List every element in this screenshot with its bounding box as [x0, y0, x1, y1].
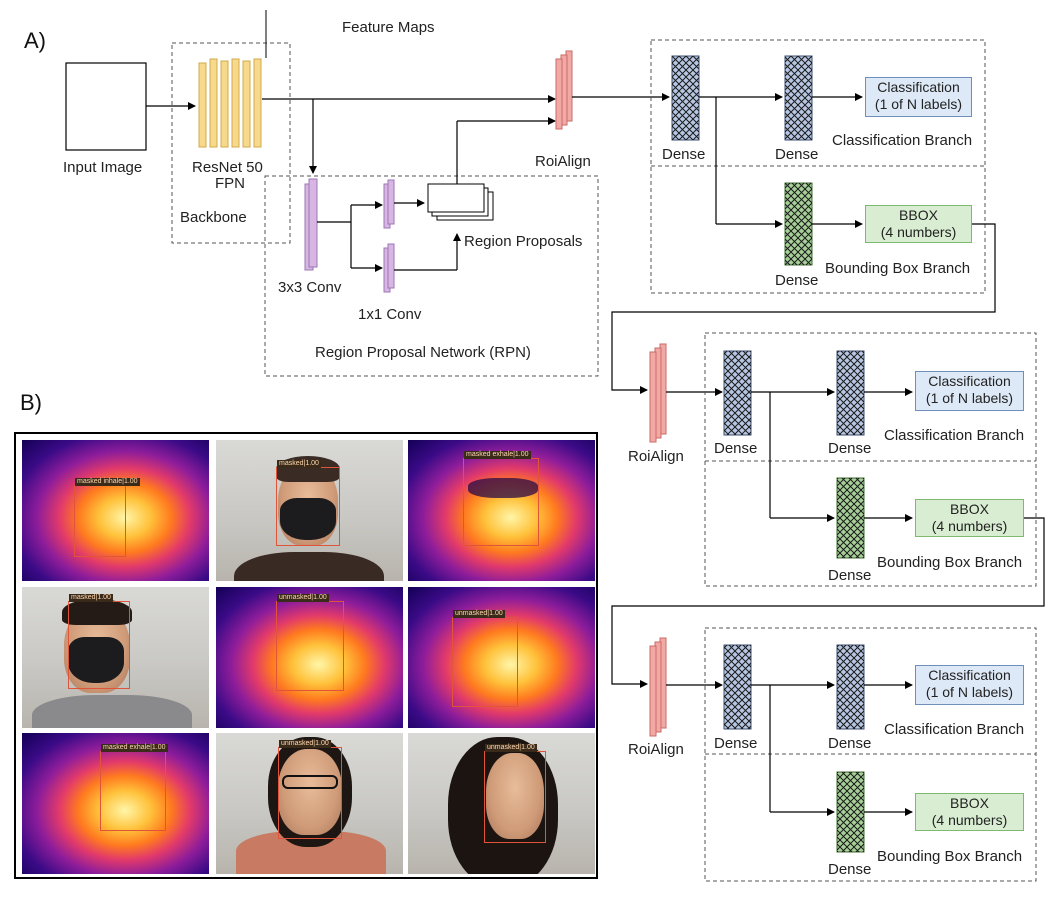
bbox-title-3: BBOX	[950, 795, 989, 811]
classification-branch-label-1: Classification Branch	[832, 132, 973, 149]
conv3x3-block	[304, 178, 318, 271]
detection-box-9: unmasked|1.00	[484, 744, 546, 843]
conv1x1-label: 1x1 Conv	[358, 306, 422, 323]
detection-box-3: masked exhale|1.00	[463, 451, 539, 546]
bbox-box-3: BBOX (4 numbers)	[915, 793, 1024, 831]
detection-label-3: masked exhale|1.00	[464, 451, 531, 459]
bbox-branch-label-2: Bounding Box Branch	[877, 554, 1023, 571]
roialign-label-1: RoiAlign	[535, 153, 591, 170]
bbox-box-1: BBOX (4 numbers)	[865, 205, 972, 243]
panel-label-a: A)	[24, 28, 46, 53]
detection-box-7: masked exhale|1.00	[100, 744, 168, 831]
roialign-label-2: RoiAlign	[628, 448, 684, 465]
detection-image-6: unmasked|1.00	[408, 587, 595, 728]
panel-label-b: B)	[20, 390, 42, 415]
classification-sub-3: (1 of N labels)	[925, 684, 1014, 700]
classification-sub-1: (1 of N labels)	[874, 96, 963, 112]
detection-image-7: masked exhale|1.00	[22, 733, 209, 874]
bbox-sub-2: (4 numbers)	[931, 518, 1008, 534]
roialign-block-1	[555, 50, 573, 130]
detection-image-4: masked|1.00	[22, 587, 209, 728]
detection-label-9: unmasked|1.00	[485, 744, 537, 752]
classification-box-2: Classification (1 of N labels)	[915, 371, 1024, 411]
detection-label-1: masked inhale|1.00	[75, 478, 140, 486]
dense-label-2b: Dense	[828, 440, 872, 457]
detection-label-6: unmasked|1.00	[453, 610, 505, 618]
resnet-fpn-block	[198, 10, 267, 148]
dense-label-2a: Dense	[714, 440, 758, 457]
detection-image-2: masked|1.00	[216, 440, 403, 581]
bbox-box-2: BBOX (4 numbers)	[915, 499, 1024, 537]
detection-label-4: masked|1.00	[69, 594, 113, 602]
heads-region-2	[704, 332, 1037, 587]
rpn-label: Region Proposal Network (RPN)	[315, 344, 531, 361]
bbox-title-2: BBOX	[950, 501, 989, 517]
detection-box-6: unmasked|1.00	[452, 610, 518, 707]
classification-title-2: Classification	[928, 373, 1011, 389]
detection-label-8: unmasked|1.00	[279, 740, 331, 748]
detection-box-4: masked|1.00	[68, 594, 130, 689]
detection-image-9: unmasked|1.00	[408, 733, 595, 874]
classification-branch-label-3: Classification Branch	[884, 721, 1025, 738]
classification-branch-label-2: Classification Branch	[884, 427, 1025, 444]
classification-box-3: Classification (1 of N labels)	[915, 665, 1024, 705]
classification-title-3: Classification	[928, 667, 1011, 683]
dense-label-3a: Dense	[714, 735, 758, 752]
detection-box-5: unmasked|1.00	[276, 594, 344, 691]
detection-box-2: masked|1.00	[276, 460, 340, 546]
detection-image-5: unmasked|1.00	[216, 587, 403, 728]
roialign-label-3: RoiAlign	[628, 741, 684, 758]
conv1x1-block	[383, 243, 395, 293]
bbox-branch-label-3: Bounding Box Branch	[877, 848, 1023, 865]
bbox-title-1: BBOX	[899, 207, 938, 223]
conv-branch-upper	[383, 179, 395, 229]
roialign-block-3	[649, 637, 667, 737]
region-proposals-stack	[427, 183, 494, 221]
detection-label-7: masked exhale|1.00	[101, 744, 168, 752]
region-proposals-label: Region Proposals	[464, 233, 583, 250]
classification-box-1: Classification (1 of N labels)	[865, 77, 972, 117]
rpn-region	[264, 175, 599, 377]
dense-label-3b: Dense	[828, 735, 872, 752]
detection-examples-grid: masked inhale|1.00 masked|1.00 masked ex…	[14, 432, 598, 879]
detection-image-1: masked inhale|1.00	[22, 440, 209, 581]
input-image-box	[65, 62, 147, 151]
backbone-label: Backbone	[180, 209, 247, 226]
bbox-sub-1: (4 numbers)	[880, 224, 957, 240]
dense-label-2c: Dense	[828, 567, 872, 584]
feature-maps-label: Feature Maps	[342, 19, 435, 36]
dense-label-1b: Dense	[775, 146, 819, 163]
dense-label-1c: Dense	[775, 272, 819, 289]
detection-box-8: unmasked|1.00	[278, 740, 342, 839]
bbox-branch-label-1: Bounding Box Branch	[825, 260, 971, 277]
detection-image-3: masked exhale|1.00	[408, 440, 595, 581]
fpn-label: FPN	[215, 175, 245, 192]
dense-label-1a: Dense	[662, 146, 706, 163]
dense-label-3c: Dense	[828, 861, 872, 878]
input-image-label: Input Image	[63, 159, 143, 176]
conv3x3-label: 3x3 Conv	[278, 279, 342, 296]
resnet-label: ResNet 50	[192, 159, 263, 176]
detection-box-1: masked inhale|1.00	[74, 478, 140, 557]
backbone-region	[171, 42, 291, 244]
detection-image-8: unmasked|1.00	[216, 733, 403, 874]
classification-sub-2: (1 of N labels)	[925, 390, 1014, 406]
classification-title-1: Classification	[877, 79, 960, 95]
detection-label-5: unmasked|1.00	[277, 594, 329, 602]
detection-label-2: masked|1.00	[277, 460, 321, 468]
bbox-sub-3: (4 numbers)	[931, 812, 1008, 828]
roialign-block-2	[649, 343, 667, 443]
